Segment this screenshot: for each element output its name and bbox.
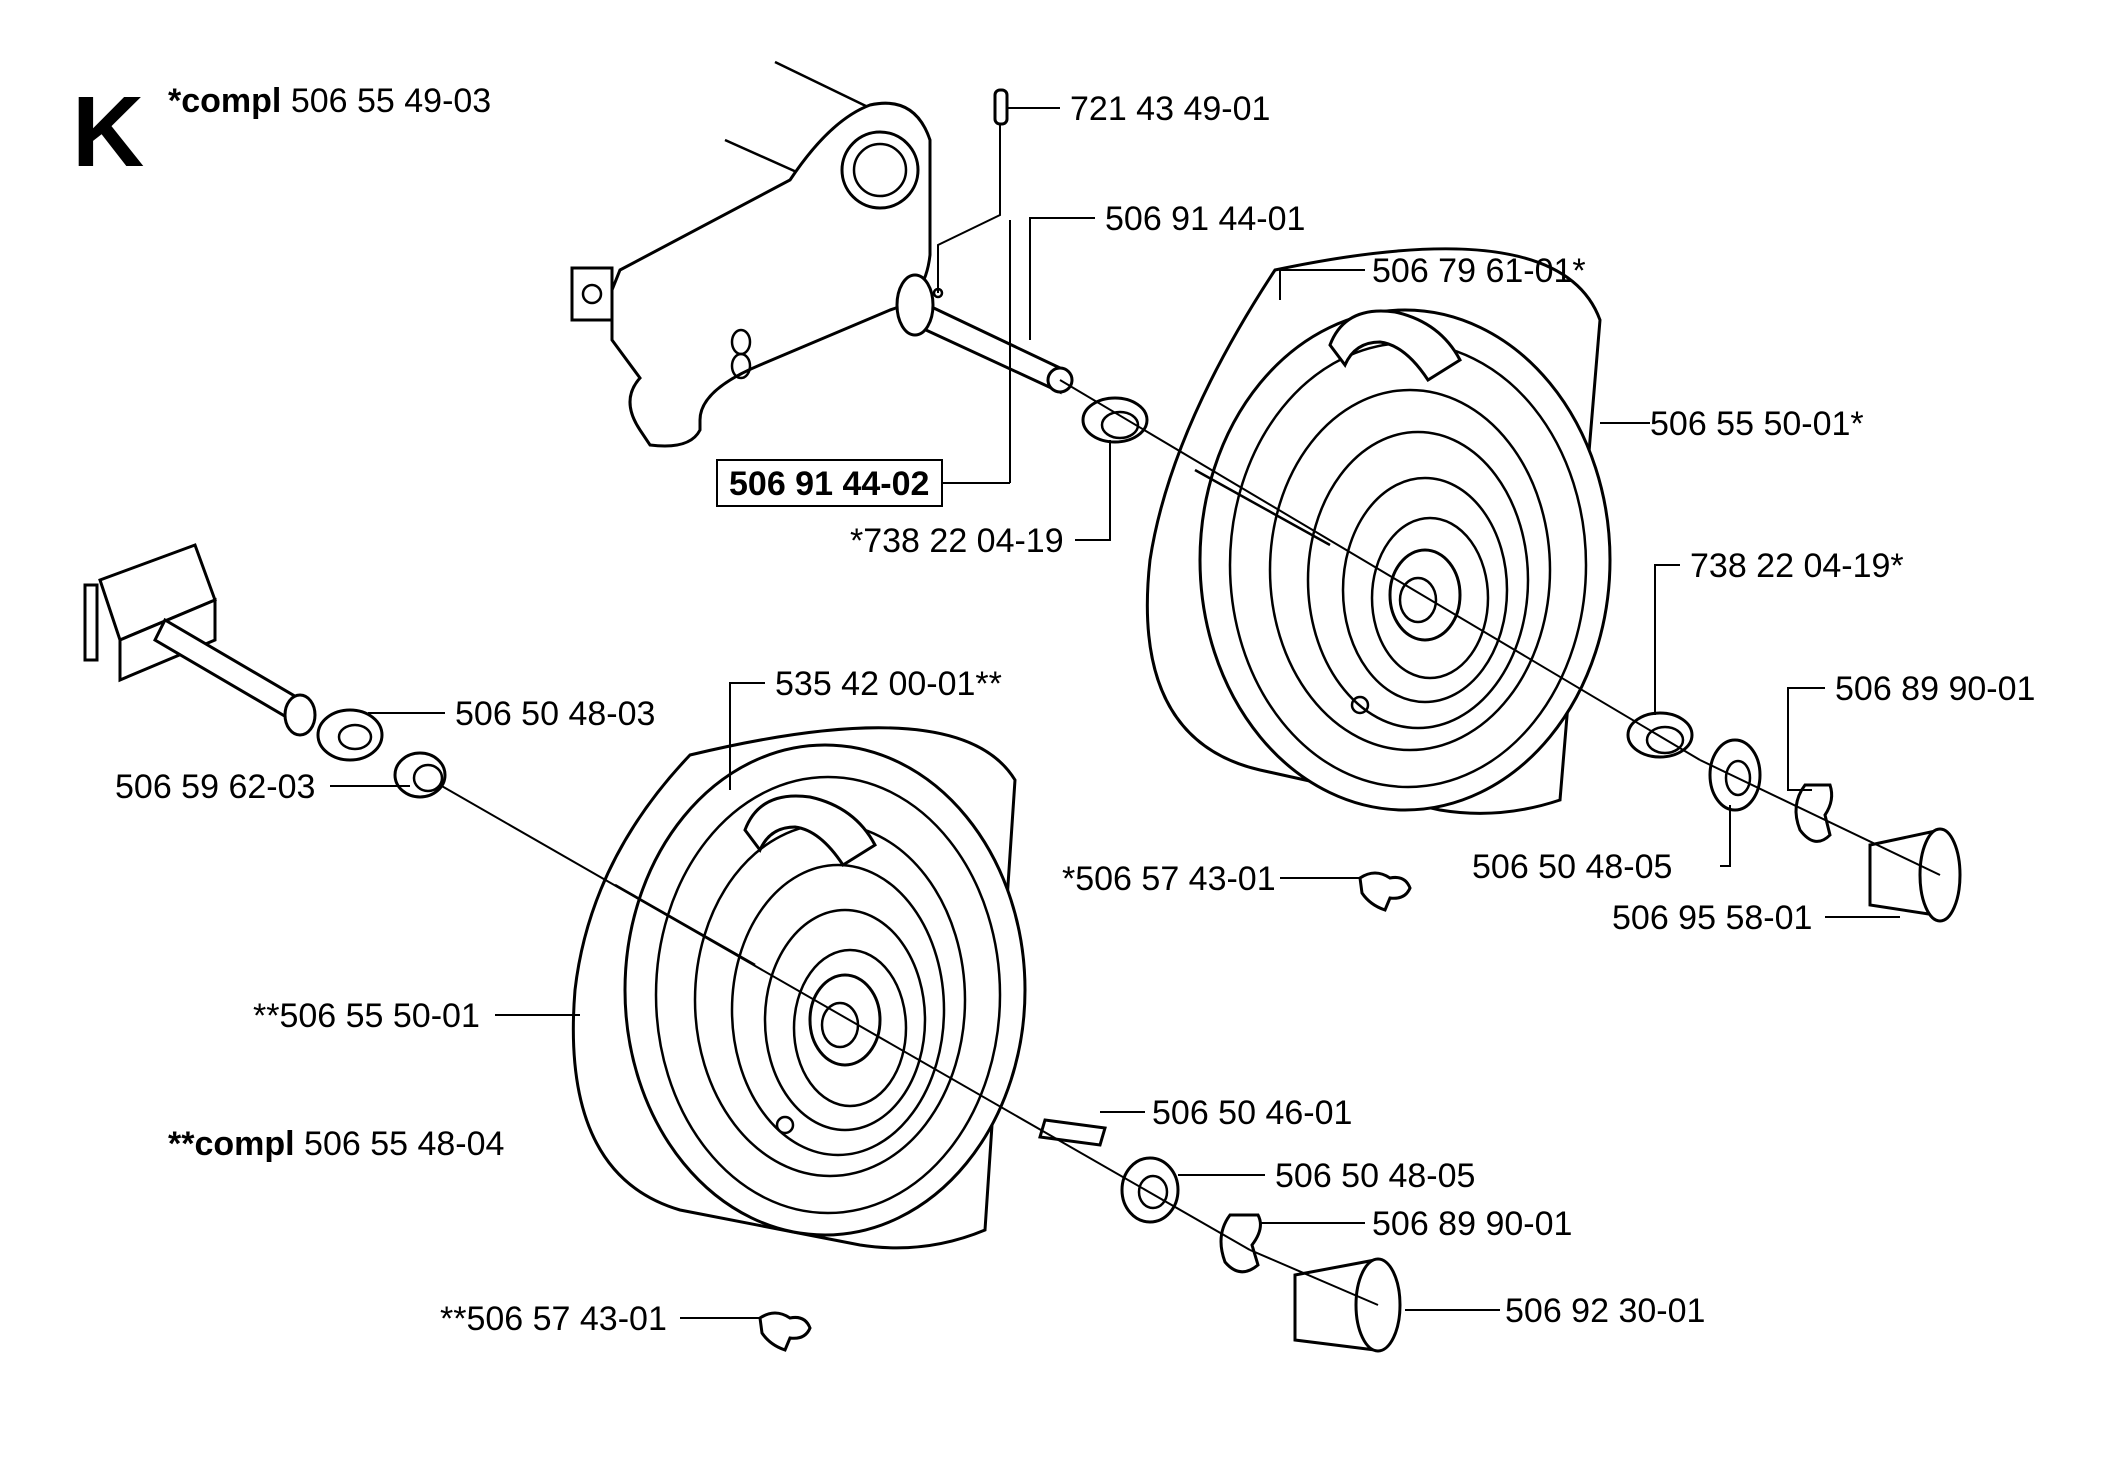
callout-label: 506 55 50-01* [1650,405,1864,443]
callout-label: 506 50 48-03 [455,695,655,733]
clip-upper [1794,783,1834,843]
assembly-axes [439,379,1941,1306]
callout-label-featured: 506 91 44-02 [729,465,929,503]
clip-lower [1219,1213,1262,1274]
callout-labels: 721 43 49-01 506 91 44-01 506 79 61-01* … [115,90,2035,1338]
callout-label: **506 57 43-01 [440,1300,667,1338]
valve-lower [758,1311,812,1352]
bearing-upper-left [1081,396,1149,444]
wheel-lower [571,726,1027,1250]
callout-label: **506 55 50-01 [253,997,480,1035]
washer-lower-left [316,708,384,762]
washer-lower-right [1120,1156,1180,1224]
callout-label: *506 57 43-01 [1062,860,1276,898]
callout-label: 506 50 48-05 [1275,1157,1475,1195]
axle-bracket-lower [83,543,317,737]
callout-label: 506 91 44-01 [1105,200,1305,238]
washer-upper [1708,738,1762,812]
axle-bracket-upper [570,60,1074,448]
callout-label: 506 89 90-01 [1835,670,2035,708]
callout-label: 738 22 04-19* [1690,547,1904,585]
section-letter: K [72,76,144,188]
callout-label: 535 42 00-01** [775,665,1002,703]
callout-label: 506 50 48-05 [1472,848,1672,886]
callout-label: 506 92 30-01 [1505,1292,1705,1330]
hub-cap-lower [1293,1257,1402,1353]
featured-part-box [716,459,943,507]
assembly-heading-double-star: **compl 506 55 48-04 [168,1125,504,1163]
spacer-lower [393,751,447,799]
roll-pin [993,88,1009,126]
callout-label: *738 22 04-19 [850,522,1064,560]
callout-label: 506 89 90-01 [1372,1205,1572,1243]
callout-label: 721 43 49-01 [1070,90,1270,128]
assembly-heading-single-star: *compl 506 55 49-03 [168,82,491,120]
callout-label: 506 95 58-01 [1612,899,1812,937]
valve-upper [1358,871,1412,912]
leader-lines [330,107,1900,1319]
key-lower [1038,1118,1107,1147]
callout-label: 506 79 61-01* [1372,252,1586,290]
hub-cap-upper [1868,827,1962,923]
callout-label: 506 50 46-01 [1152,1094,1352,1132]
callout-label: 506 59 62-03 [115,768,315,806]
wheel-upper [1145,247,1612,815]
